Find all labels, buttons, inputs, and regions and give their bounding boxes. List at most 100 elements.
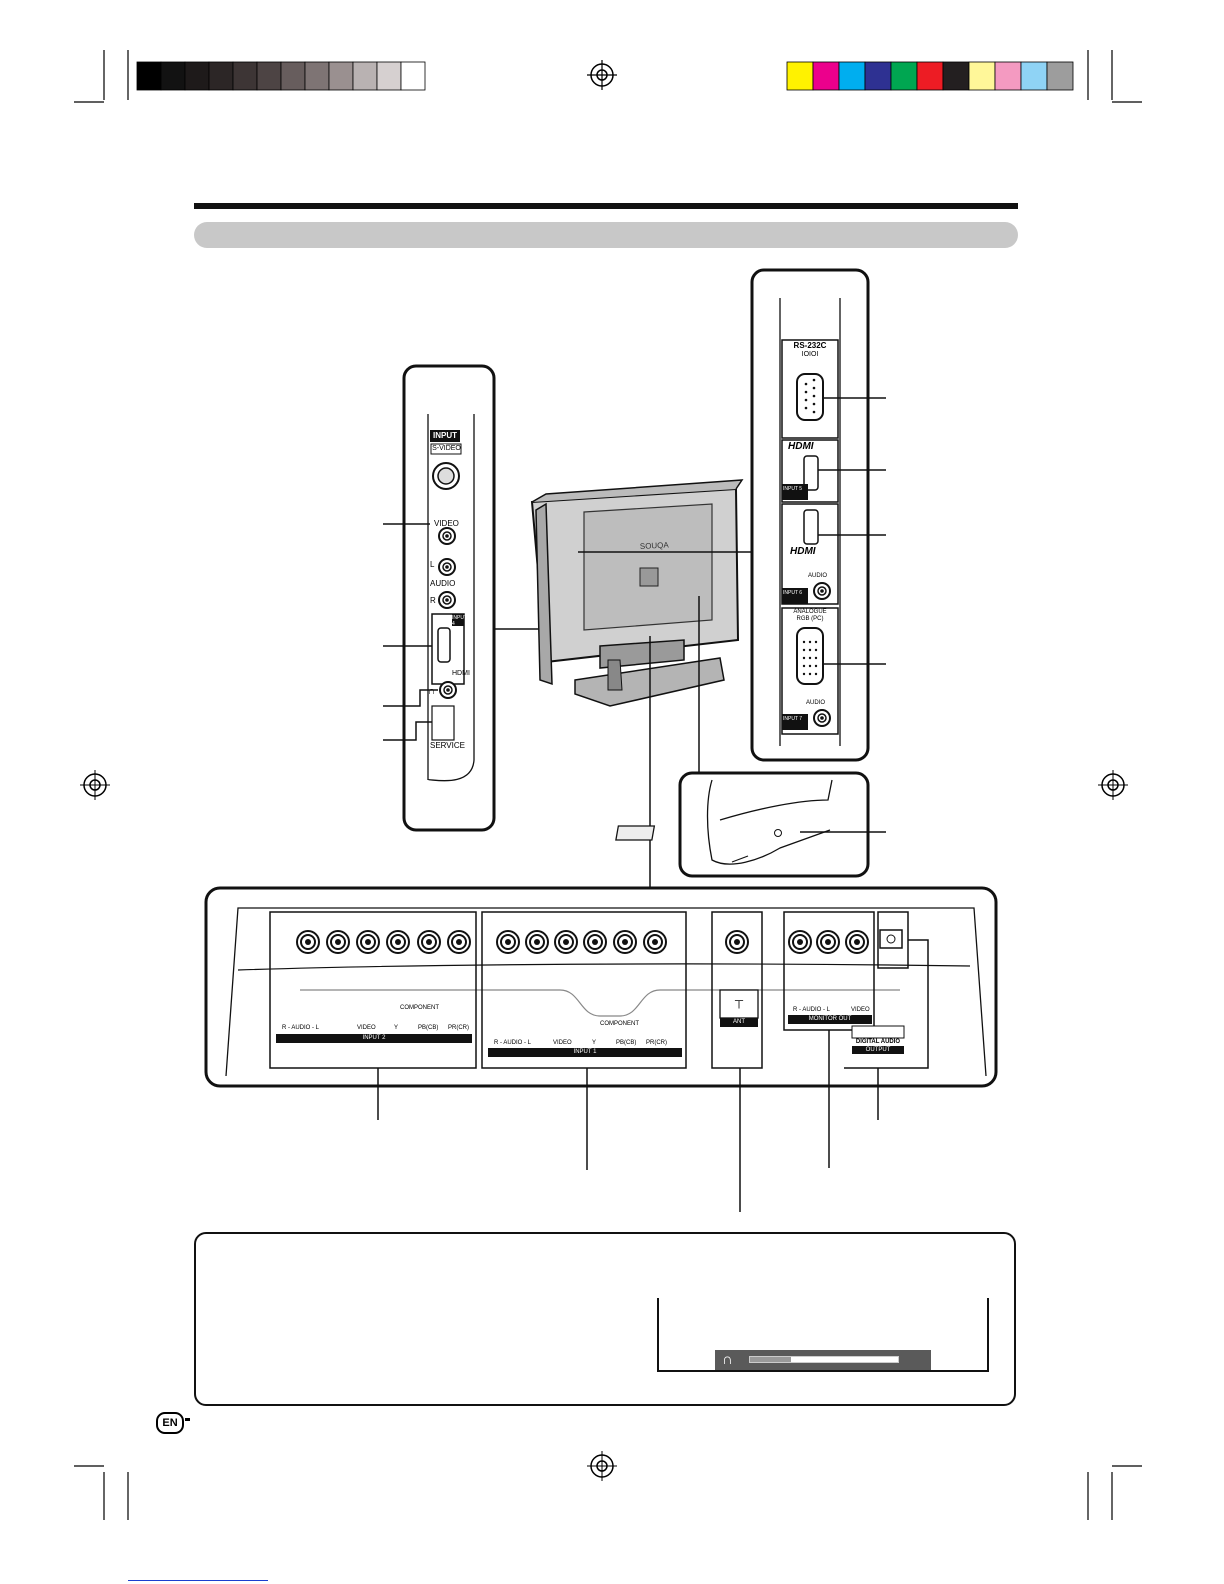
gray-swatch bbox=[400, 61, 426, 91]
color-swatch bbox=[812, 61, 840, 91]
rca-jack bbox=[725, 930, 749, 954]
registration-target-icon-left bbox=[80, 770, 110, 800]
color-swatch bbox=[1046, 61, 1074, 91]
side-audio-r-jack bbox=[438, 591, 456, 609]
side-audio-r-label: R bbox=[430, 596, 436, 605]
rca-jack bbox=[296, 930, 320, 954]
registration-target-icon bbox=[587, 60, 617, 90]
rs232c-label: RS-232C bbox=[793, 341, 827, 350]
rca-jack bbox=[447, 930, 471, 954]
ac-inlet-inset bbox=[615, 771, 886, 878]
note-box bbox=[194, 1232, 1016, 1406]
color-swatch bbox=[916, 61, 944, 91]
side-audio-label: AUDIO bbox=[430, 579, 456, 588]
rca-jack bbox=[326, 930, 350, 954]
registration-target-icon-right bbox=[1098, 770, 1128, 800]
gray-swatch bbox=[352, 61, 378, 91]
input1-y-label: Y bbox=[592, 1040, 597, 1046]
side-hdmi-input-tag: INPUT 4 bbox=[452, 615, 467, 627]
side-audio-l-label: L bbox=[430, 560, 435, 569]
rear-terminal-panel-right bbox=[750, 268, 886, 762]
right-audio-label-1: AUDIO bbox=[808, 573, 828, 579]
side-audio-l-jack bbox=[438, 558, 456, 576]
monitor-out-label: MONITOR OUT bbox=[788, 1015, 872, 1024]
top-print-marks bbox=[74, 50, 1142, 103]
footer-link-underline bbox=[128, 1580, 268, 1581]
analogue-label: ANALOGUE bbox=[793, 609, 827, 615]
rca-jack bbox=[845, 930, 869, 954]
gray-swatch bbox=[136, 61, 162, 91]
osd-volume-bar: ∩ bbox=[715, 1350, 931, 1370]
rs232c-sub: IOIOI bbox=[801, 351, 819, 358]
side-terminal-panel bbox=[383, 364, 540, 832]
svg-text:SOUQA: SOUQA bbox=[640, 540, 670, 551]
input2-component-label: COMPONENT bbox=[400, 1005, 439, 1011]
input1-component-label: COMPONENT bbox=[600, 1021, 639, 1027]
input2-video-label: VIDEO bbox=[357, 1025, 376, 1031]
rca-jack bbox=[583, 930, 607, 954]
gray-swatch bbox=[232, 61, 258, 91]
color-swatch bbox=[786, 61, 814, 91]
right-audio-label-2: AUDIO bbox=[806, 700, 826, 706]
input2-audio-label: R - AUDIO - L bbox=[282, 1025, 320, 1031]
side-input3-label: INPUT 3 bbox=[433, 431, 457, 452]
side-hdmi-label: HDMI bbox=[452, 670, 470, 677]
monitor-video-label: VIDEO bbox=[851, 1007, 870, 1013]
rca-jack bbox=[554, 930, 578, 954]
crop-marks-bottom bbox=[74, 1465, 1142, 1520]
rca-jack bbox=[643, 930, 667, 954]
ant-label: ANT bbox=[720, 1018, 758, 1027]
gray-swatch bbox=[328, 61, 354, 91]
side-video-label: VIDEO bbox=[434, 519, 459, 528]
gray-swatch bbox=[376, 61, 402, 91]
gray-swatch bbox=[304, 61, 330, 91]
side-svideo-label: S-VIDEO bbox=[432, 445, 461, 452]
language-badge: EN bbox=[156, 1412, 184, 1434]
crop-marks-top-left bbox=[74, 50, 129, 103]
input6-label: INPUT 6 bbox=[783, 590, 803, 596]
rca-jack bbox=[356, 930, 380, 954]
rca-jack bbox=[496, 930, 520, 954]
input1-pb-label: PB(CB) bbox=[616, 1040, 637, 1046]
osd-volume-fill bbox=[750, 1357, 792, 1362]
input1-video-label: VIDEO bbox=[553, 1040, 572, 1046]
rca-jack bbox=[525, 930, 549, 954]
color-swatch bbox=[890, 61, 918, 91]
input1-audio-label: R - AUDIO - L bbox=[494, 1040, 532, 1046]
page-dash bbox=[185, 1418, 190, 1421]
side-service-label: SERVICE bbox=[430, 741, 465, 750]
rca-jack bbox=[613, 930, 637, 954]
digital-audio-label-1: DIGITAL AUDIO bbox=[855, 1039, 901, 1045]
gray-swatch bbox=[208, 61, 234, 91]
tv-rear-view: SOUQA bbox=[530, 290, 753, 888]
gray-swatch bbox=[256, 61, 282, 91]
headphone-jack bbox=[439, 681, 457, 699]
input1-label: INPUT 1 bbox=[488, 1048, 682, 1057]
headphone-icon-side: ∩ bbox=[428, 686, 436, 697]
svg-text:ㄒ: ㄒ bbox=[734, 1000, 744, 1011]
input1-pr-label: PR(CR) bbox=[646, 1040, 667, 1046]
hdmi-top-input: INPUT 5 bbox=[783, 486, 803, 492]
side-video-jack bbox=[438, 527, 456, 545]
gray-swatch bbox=[280, 61, 306, 91]
rgb-label: RGB (PC) bbox=[796, 616, 824, 622]
section-subtitle-bar bbox=[194, 222, 1018, 248]
hdmi-top-logo: HDMI bbox=[788, 441, 814, 452]
digital-audio-label-2: OUTPUT bbox=[852, 1046, 904, 1054]
rca-jack bbox=[417, 930, 441, 954]
gray-calibration-strip bbox=[136, 61, 426, 91]
input2-pr-label: PR(CR) bbox=[448, 1025, 469, 1031]
hdmi-bottom-logo: HDMI bbox=[790, 546, 816, 557]
section-rule bbox=[194, 203, 1018, 209]
rca-jack bbox=[816, 930, 840, 954]
crop-marks-top-right bbox=[1087, 50, 1142, 103]
headphone-icon: ∩ bbox=[722, 1351, 733, 1368]
osd-volume-track bbox=[749, 1356, 899, 1363]
input2-pb-label: PB(CB) bbox=[418, 1025, 439, 1031]
input2-y-label: Y bbox=[394, 1025, 399, 1031]
rca-jack bbox=[788, 930, 812, 954]
osd-screen-illustration bbox=[657, 1298, 989, 1372]
rca-jack bbox=[386, 930, 410, 954]
input7-label: INPUT 7 bbox=[783, 716, 803, 722]
